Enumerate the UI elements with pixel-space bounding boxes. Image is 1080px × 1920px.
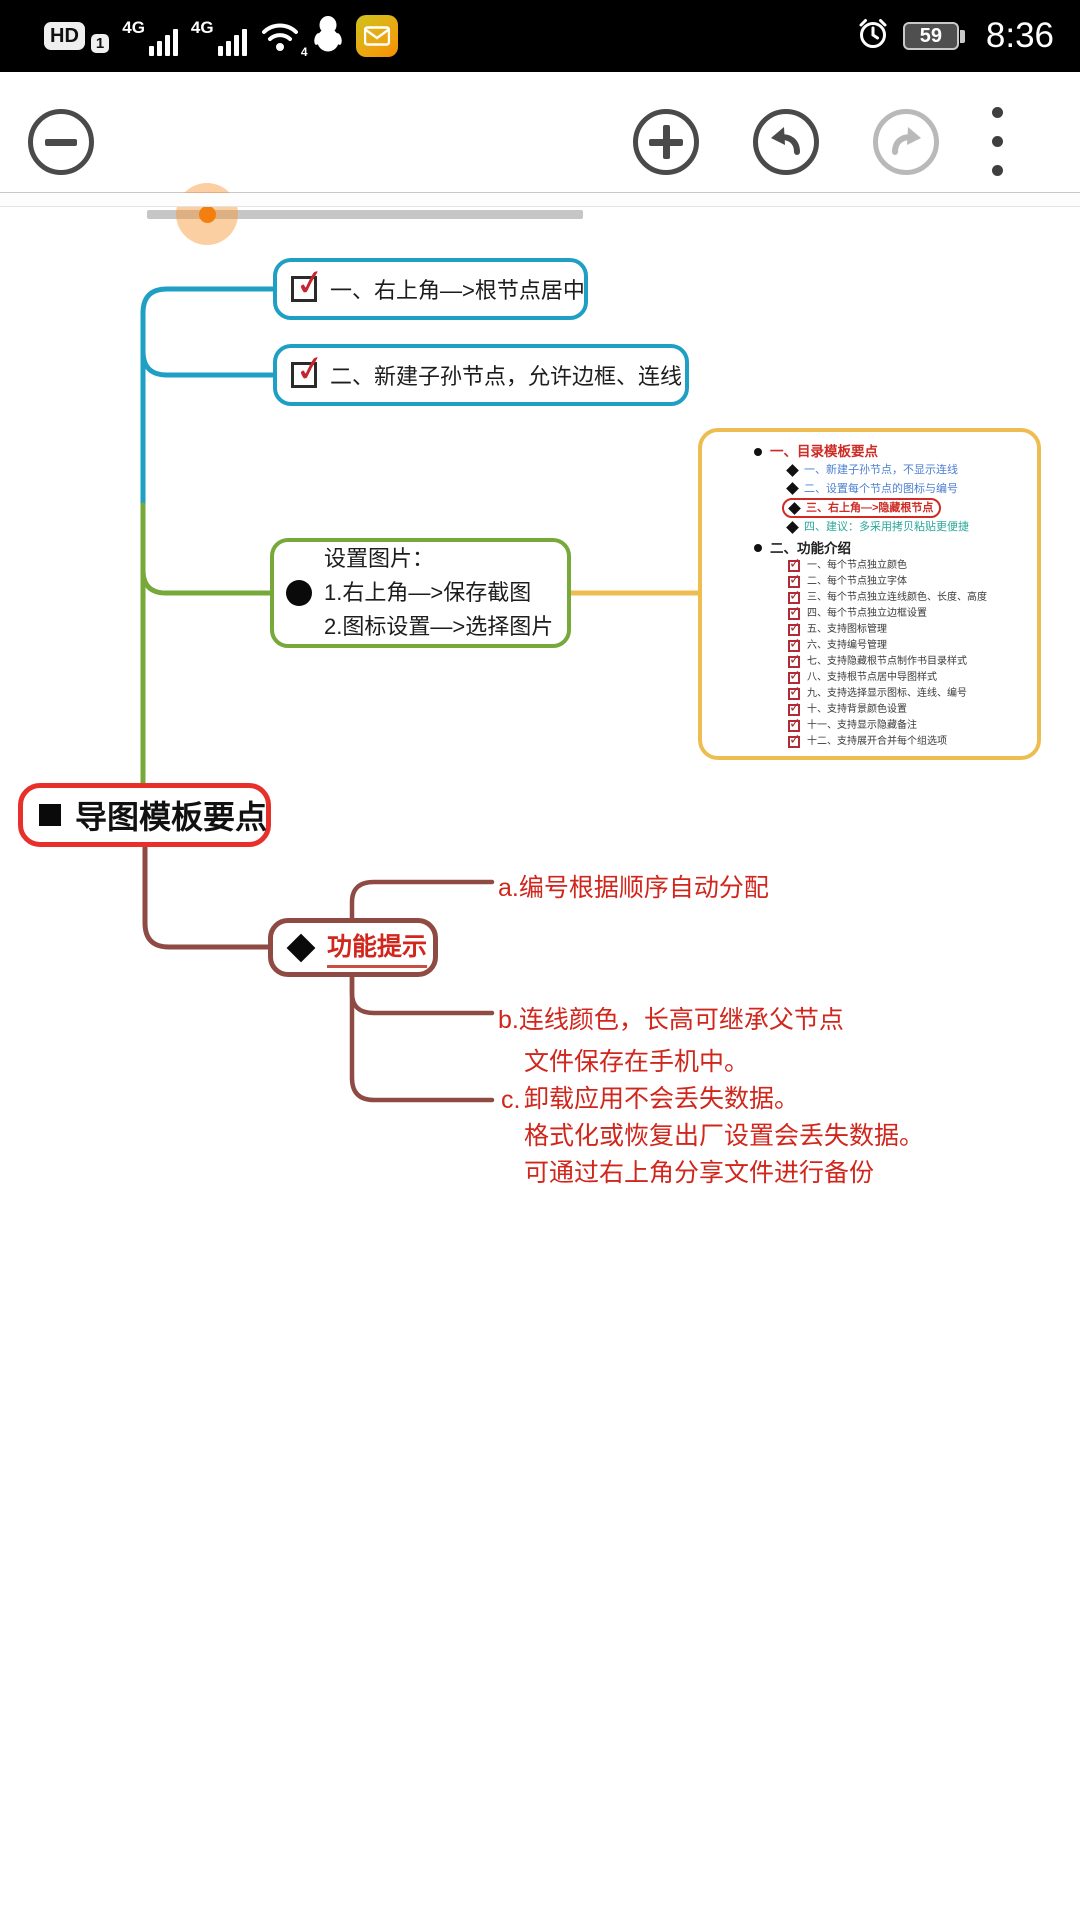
redo-button[interactable] bbox=[873, 109, 939, 175]
snapshot-sub-item: 一、新建子孙节点，不显示连线 bbox=[702, 461, 1027, 480]
node-root[interactable]: 导图模板要点 bbox=[18, 783, 271, 847]
diamond-icon bbox=[788, 501, 801, 515]
status-bar-right: 59 8:36 bbox=[856, 16, 1054, 56]
node-label: 一、右上角—>根节点居中 bbox=[330, 278, 585, 303]
snapshot-sub-item-highlighted: 三、右上角—>隐藏根节点 bbox=[702, 498, 1027, 518]
snapshot-check-item: 五、支持图标管理 bbox=[702, 619, 1027, 638]
node-new-child[interactable]: 二、新建子孙节点，允许边框、连线 bbox=[273, 344, 689, 406]
bullet-icon bbox=[754, 447, 762, 456]
diamond-icon bbox=[286, 933, 316, 962]
node-tips[interactable]: 功能提示 bbox=[268, 918, 438, 977]
snapshot-check-item: 四、每个节点独立边框设置 bbox=[702, 603, 1027, 622]
highlight-outline: 三、右上角—>隐藏根节点 bbox=[782, 498, 942, 518]
mail-notification-icon bbox=[355, 15, 398, 57]
tips-label: 功能提示 bbox=[327, 927, 428, 968]
snapshot-check-item: 六、支持编号管理 bbox=[702, 635, 1027, 654]
diamond-icon bbox=[786, 463, 799, 477]
snapshot-check-item: 二、每个节点独立字体 bbox=[702, 571, 1027, 590]
signal-strength-icon-2: 4G bbox=[191, 16, 247, 56]
battery-icon: 59 bbox=[902, 22, 965, 50]
zoom-out-button[interactable] bbox=[28, 109, 94, 175]
redo-icon bbox=[892, 127, 921, 155]
status-bar-left: HD 1 4G 4G bbox=[44, 15, 398, 59]
overflow-menu-button[interactable] bbox=[992, 107, 1004, 176]
zoom-in-button[interactable] bbox=[633, 109, 699, 175]
root-label: 导图模板要点 bbox=[75, 799, 268, 835]
node-set-image[interactable]: 设置图片： 1.右上角—>保存截图 2.图标设置—>选择图片 bbox=[270, 538, 571, 648]
snapshot-check-item: 一、每个节点独立颜色 bbox=[702, 555, 1027, 574]
bullet-icon bbox=[754, 544, 762, 552]
toolbar bbox=[0, 72, 1080, 245]
status-bar: HD 1 4G 4G bbox=[0, 0, 1080, 72]
wifi-badge: 4 bbox=[300, 44, 308, 59]
mini-checkbox-icon bbox=[788, 731, 801, 748]
node-label: 二、新建子孙节点，允许边框、连线 bbox=[330, 364, 683, 389]
node-snapshot-image[interactable]: 一、目录模板要点 一、新建子孙节点，不显示连线 二、设置每个节点的图标与编号 三… bbox=[698, 428, 1041, 760]
zoom-slider[interactable] bbox=[147, 210, 583, 219]
plus-icon bbox=[649, 125, 683, 159]
snapshot-check-item: 十、支持背景颜色设置 bbox=[702, 699, 1027, 718]
wifi-icon: 4 bbox=[260, 20, 308, 59]
snapshot-check-item: 十二、支持展开合并每个组选项 bbox=[702, 731, 1027, 750]
diamond-icon bbox=[786, 520, 799, 534]
tip-b-text[interactable]: b.连线颜色，长高可继承父节点 bbox=[498, 1006, 844, 1034]
undo-icon bbox=[771, 127, 800, 155]
battery-percent: 59 bbox=[902, 22, 959, 50]
checkbox-checked-icon bbox=[291, 362, 317, 388]
undo-button[interactable] bbox=[753, 109, 819, 175]
zoom-slider-thumb[interactable] bbox=[199, 206, 216, 223]
sim1-icon: 1 bbox=[90, 33, 110, 53]
checkbox-checked-icon bbox=[291, 276, 317, 302]
snapshot-sub-item: 四、建议：多采用拷贝粘贴更便捷 bbox=[702, 518, 1027, 537]
toolbar-divider bbox=[0, 193, 1080, 207]
minus-icon bbox=[45, 138, 77, 146]
node-text: 设置图片： 1.右上角—>保存截图 2.图标设置—>选择图片 bbox=[324, 546, 554, 639]
signal-strength-icon-1: 4G bbox=[122, 16, 178, 56]
diamond-icon bbox=[786, 482, 799, 496]
status-time: 8:36 bbox=[985, 16, 1054, 55]
tip-c-prefix: c. bbox=[501, 1086, 521, 1114]
square-icon bbox=[39, 804, 61, 826]
node-root-center[interactable]: 一、右上角—>根节点居中 bbox=[273, 258, 588, 320]
snapshot-check-item: 三、每个节点独立连线颜色、长度、高度 bbox=[702, 587, 1027, 606]
qq-notification-icon bbox=[313, 15, 343, 58]
alarm-icon bbox=[856, 17, 890, 56]
snapshot-section1-title-row: 一、目录模板要点 bbox=[702, 442, 1027, 461]
snapshot-section2-title-row: 二、功能介绍 bbox=[702, 539, 1027, 558]
snapshot-sub-item: 二、设置每个节点的图标与编号 bbox=[702, 480, 1027, 499]
snapshot-check-item: 八、支持根节点居中导图样式 bbox=[702, 667, 1027, 686]
tip-c-text[interactable]: 文件保存在手机中。 卸载应用不会丢失数据。 格式化或恢复出厂设置会丢失数据。 可… bbox=[524, 1048, 925, 1187]
snapshot-check-item: 七、支持隐藏根节点制作书目录样式 bbox=[702, 651, 1027, 670]
circle-icon bbox=[286, 580, 312, 606]
tip-a-text[interactable]: a.编号根据顺序自动分配 bbox=[498, 874, 769, 902]
snapshot-check-item: 十一、支持显示隐藏备注 bbox=[702, 715, 1027, 734]
snapshot-check-item: 九、支持选择显示图标、连线、编号 bbox=[702, 683, 1027, 702]
hd-icon: HD bbox=[44, 22, 85, 50]
